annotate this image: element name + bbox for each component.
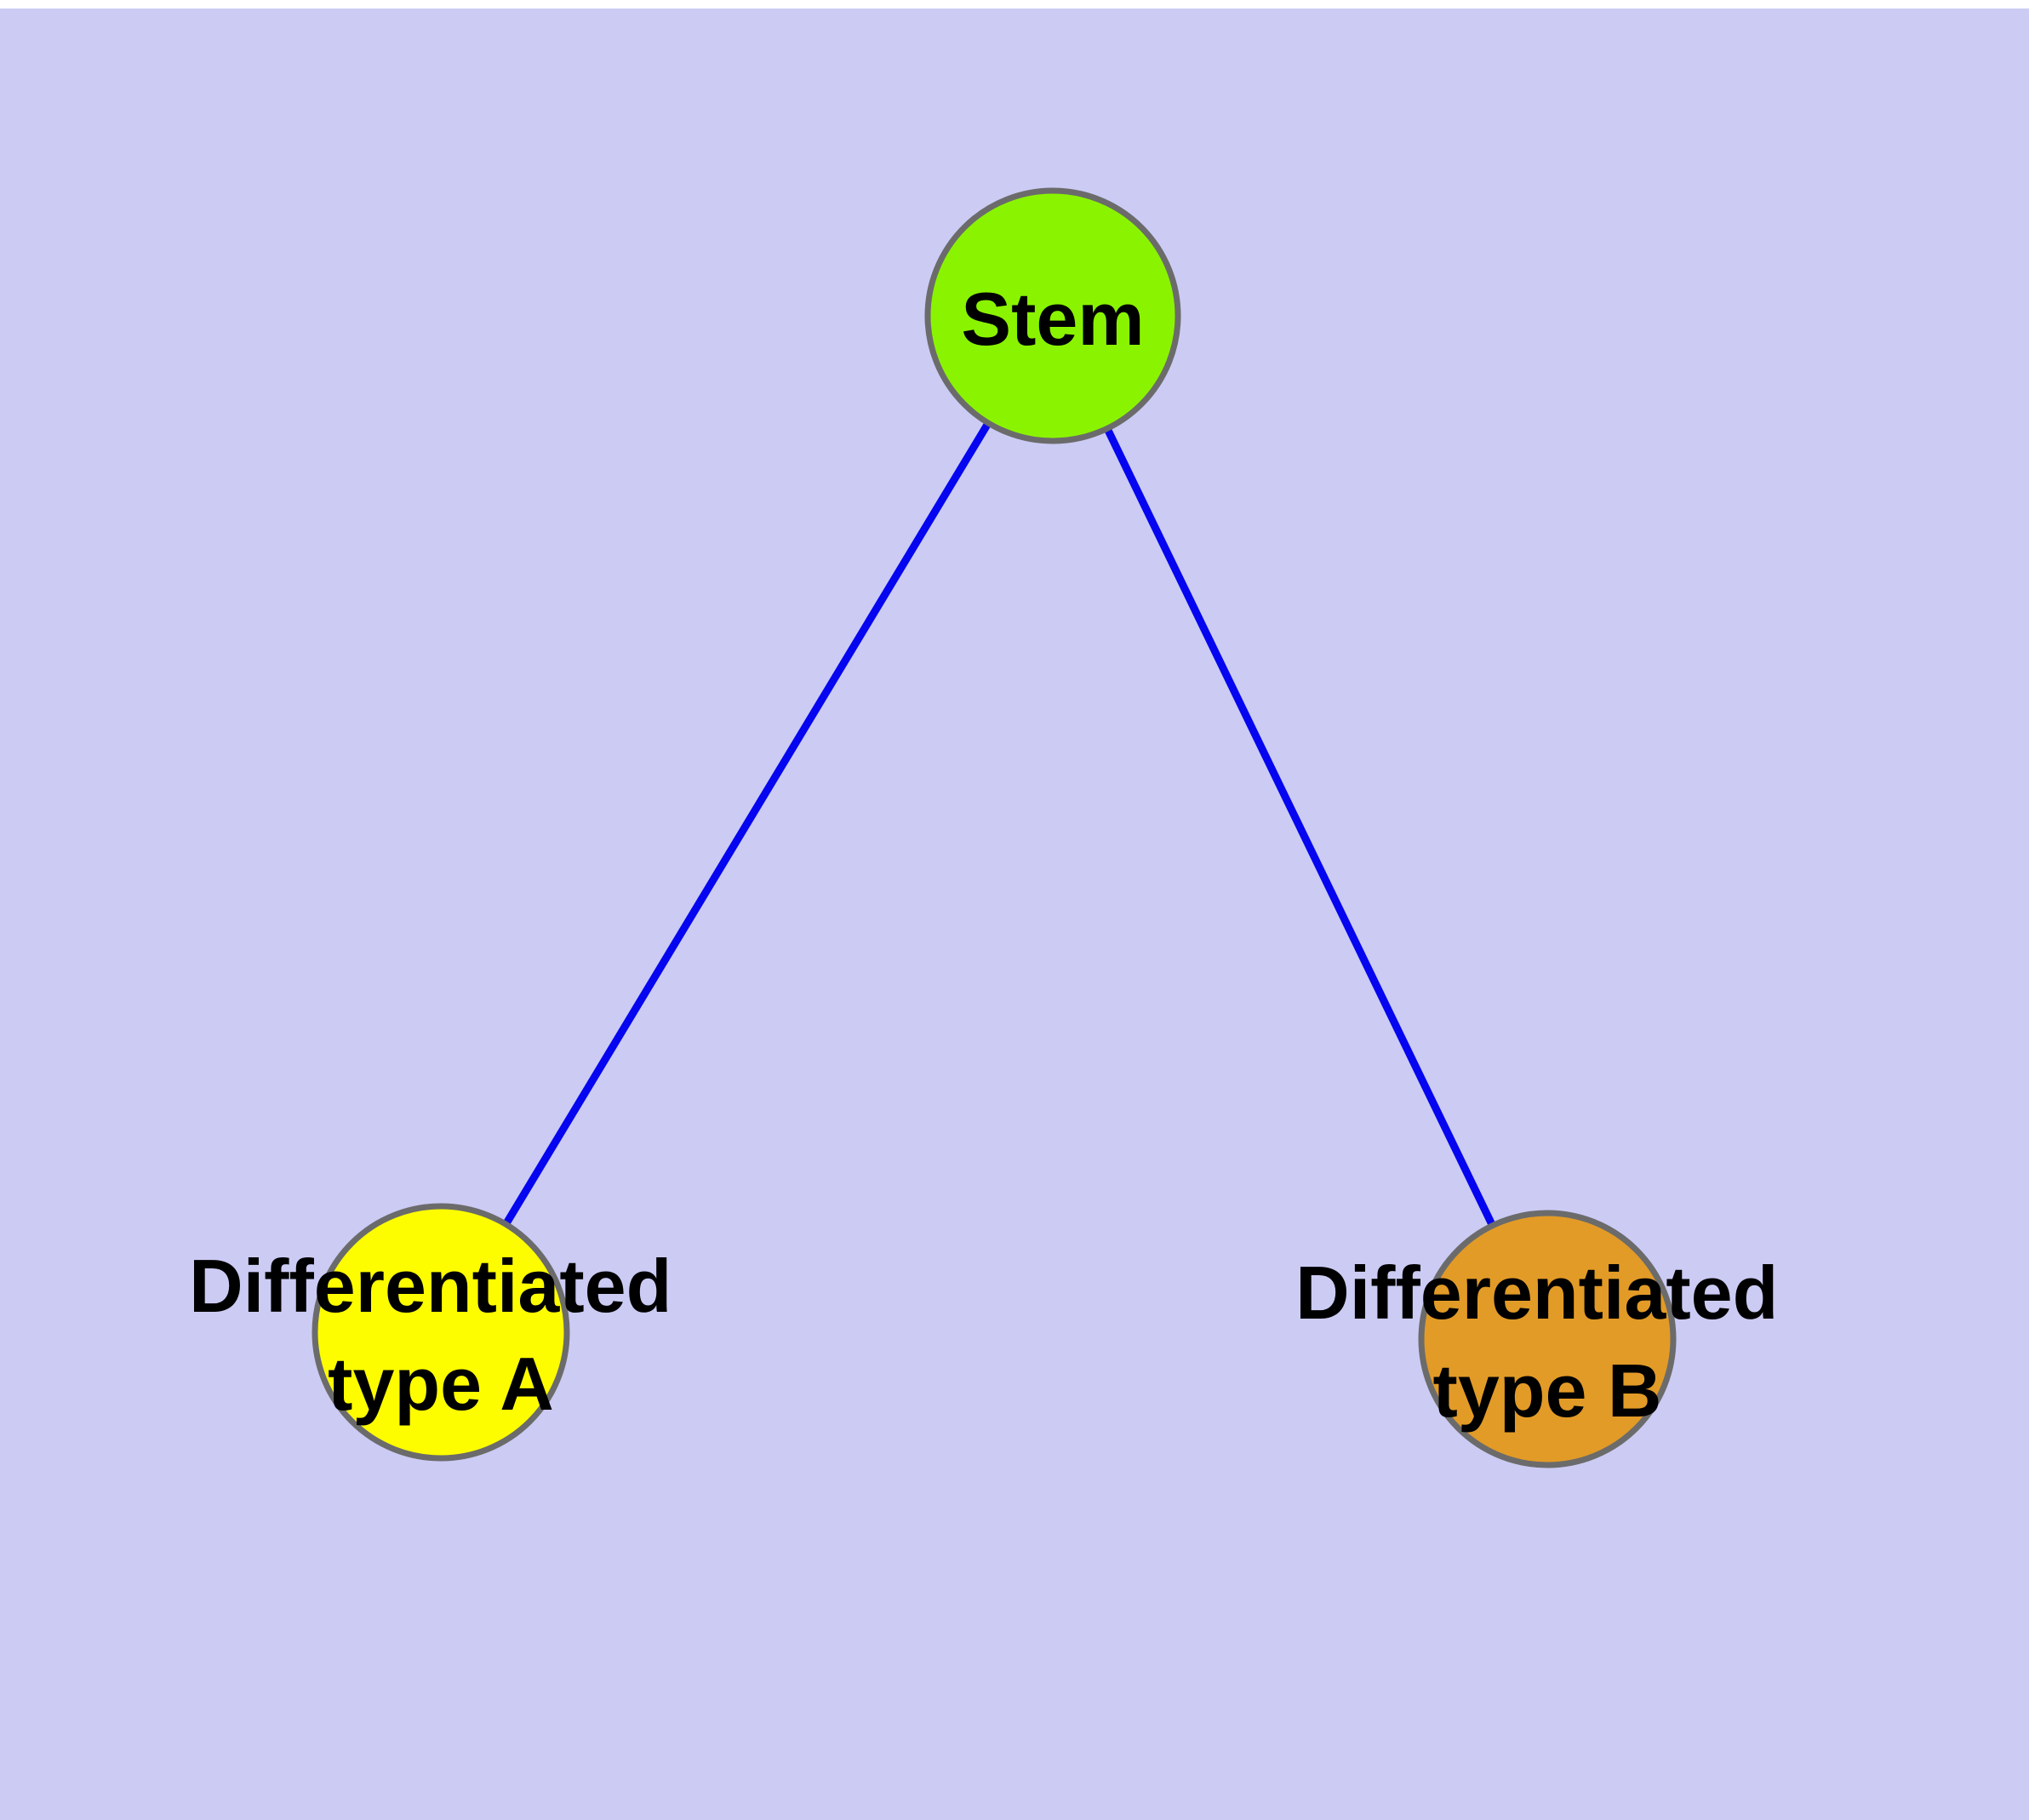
edge-stem-to-type-b [1049,314,1552,1341]
label-line-type-a: type A [328,1342,554,1426]
edge-stem-to-type-a [437,313,1056,1335]
label-line-differentiated-b: Differentiated [1295,1251,1778,1335]
node-differentiated-type-a [311,1203,570,1462]
node-differentiated-type-b [1418,1210,1677,1468]
label-line-type-b: type B [1433,1348,1662,1433]
node-label-differentiated-type-a: Differentiated type A [189,1244,693,1426]
node-label-differentiated-type-b: Differentiated type B [1295,1251,1799,1433]
node-stem [924,187,1181,444]
node-label-stem: Stem [961,277,1144,361]
label-line-differentiated-a: Differentiated [189,1244,672,1328]
